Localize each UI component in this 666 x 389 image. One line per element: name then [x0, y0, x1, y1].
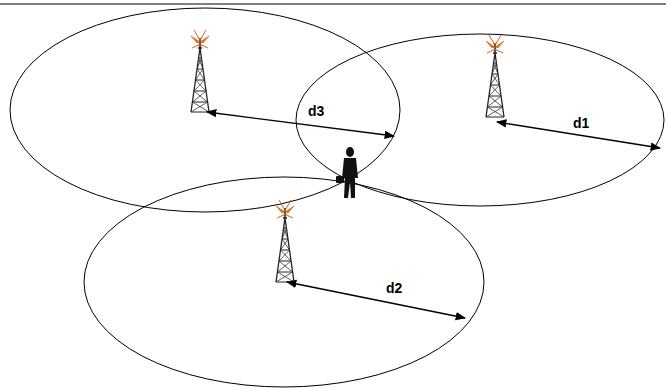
distance-line: [287, 282, 465, 318]
coverage-ellipse: [84, 177, 484, 387]
top-rule: [0, 3, 666, 4]
distance-line: [207, 112, 394, 136]
coverage-ellipse: [10, 8, 400, 212]
cell-tower: [191, 30, 209, 112]
distance-label: d3: [306, 103, 326, 119]
cell-tower: [276, 200, 294, 282]
distance-label: d1: [571, 115, 591, 131]
distance-label: d2: [384, 280, 404, 296]
person-silhouette: [336, 147, 358, 198]
cell-tower: [486, 35, 504, 117]
coverage-ellipse: [296, 34, 664, 206]
